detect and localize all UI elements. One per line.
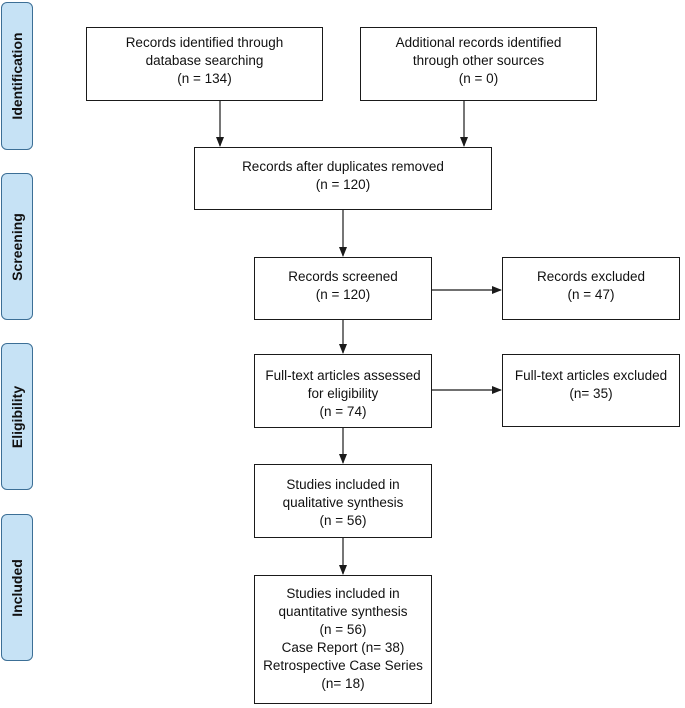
box-excluded-line2: (n = 47) [567,287,615,302]
box-database-records: Records identified through database sear… [86,27,323,101]
box-quantitative-line6: (n= 18) [321,676,365,691]
box-fulltext-excluded-line1: Full-text articles excluded [514,368,668,383]
box-qualitative-line3: (n = 56) [319,513,367,528]
box-duplicates-line1: Records after duplicates removed [242,159,444,174]
box-fulltext-line3: (n = 74) [319,404,367,419]
box-screened-line2: (n = 120) [315,287,371,302]
box-database-line3: (n = 134) [177,71,232,86]
box-quantitative-line1: Studies included in [286,586,400,601]
box-excluded-line1: Records excluded [536,269,646,284]
box-duplicates-line2: (n = 120) [315,177,371,192]
box-quantitative-line3: (n = 56) [319,622,367,637]
box-other-line1: Additional records identified [395,35,562,50]
box-fulltext-line2: for eligibility [307,386,379,401]
box-screened-line1: Records screened [288,269,398,284]
phase-included-label: Included [1,514,33,661]
box-quantitative-line4: Case Report (n= 38) [281,640,405,655]
phase-identification-label: Identification [1,2,33,150]
phase-eligibility-label: Eligibility [1,343,33,490]
box-quantitative-line5: Retrospective Case Series [263,658,423,673]
box-other-sources: Additional records identified through ot… [360,27,597,101]
box-records-excluded: Records excluded (n = 47) [502,257,680,320]
box-fulltext-line1: Full-text articles assessed [265,368,421,383]
box-fulltext-excluded: Full-text articles excluded (n= 35) [502,354,680,427]
box-database-line1: Records identified through [125,35,284,50]
box-qualitative-line2: qualitative synthesis [282,495,404,510]
box-other-line3: (n = 0) [458,71,499,86]
box-quantitative-line2: quantitative synthesis [278,604,408,619]
box-quantitative-synthesis: Studies included in quantitative synthes… [254,575,432,704]
box-fulltext-excluded-line2: (n= 35) [569,386,613,401]
box-qualitative-line1: Studies included in [286,477,400,492]
box-database-line2: database searching [145,53,264,68]
box-records-screened: Records screened (n = 120) [254,257,432,320]
box-qualitative-synthesis: Studies included in qualitative synthesi… [254,464,432,538]
box-duplicates-removed: Records after duplicates removed (n = 12… [194,147,492,210]
box-other-line2: through other sources [412,53,545,68]
phase-screening-label: Screening [1,173,33,320]
box-fulltext-assessed: Full-text articles assessed for eligibil… [254,354,432,428]
